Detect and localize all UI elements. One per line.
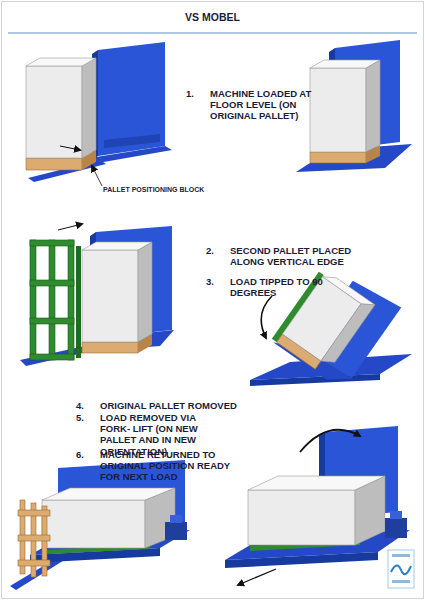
step-number: 1.	[186, 88, 206, 99]
step-text: SECOND PALLET PLACED ALONG VERTICAL EDGE	[230, 245, 352, 267]
page-title: VS MOBEL	[0, 11, 425, 23]
part-label: PALLET POSITIONING BLOCK	[103, 186, 223, 194]
step-text: MACHINE RETURNED TO ORIGINAL POSITION RE…	[100, 449, 250, 483]
step-number: 3.	[206, 276, 226, 287]
step-number: 4.	[76, 400, 96, 411]
step-number: 2.	[206, 245, 226, 256]
step-number: 6.	[76, 449, 96, 460]
step-text: MACHINE LOADED AT FLOOR LEVEL (ON ORIGIN…	[210, 88, 332, 122]
step-number: 5.	[76, 412, 96, 423]
step-text: LOAD TIPPED TO 90 DEGREES	[230, 276, 352, 298]
step-text: ORIGINAL PALLET ROMOVED	[100, 400, 250, 411]
